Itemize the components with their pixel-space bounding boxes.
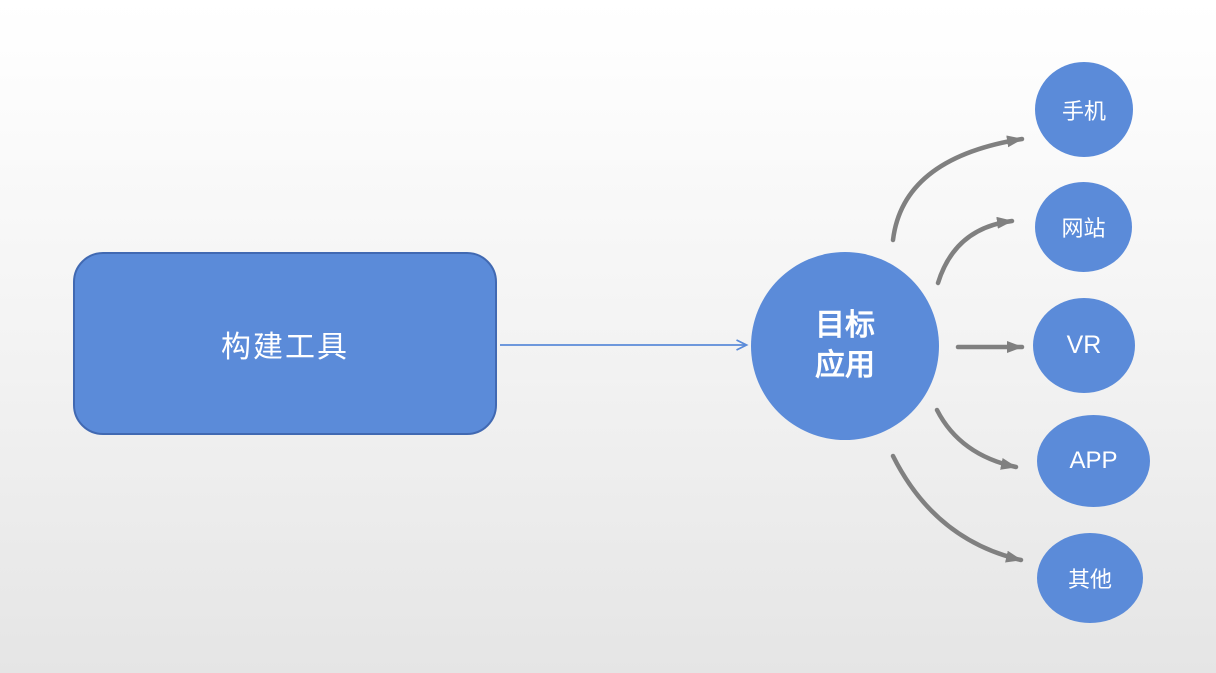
target-circle-other: 其他: [1037, 533, 1143, 623]
target-label-app: APP: [1069, 447, 1118, 474]
target-label-vr: VR: [1066, 331, 1102, 359]
target-circle-website: 网站: [1035, 182, 1132, 272]
arrow-center-to-phone: [890, 135, 1025, 243]
build-tools-box: 构建工具: [73, 252, 497, 435]
target-label-other: 其他: [1067, 567, 1112, 592]
target-circle-vr: VR: [1033, 298, 1135, 393]
build-tools-label: 构建工具: [221, 330, 349, 364]
arrow-center-to-app: [934, 407, 1019, 470]
target-label-phone: 手机: [1061, 98, 1106, 124]
arrow-center-to-website: [935, 216, 1015, 286]
arrow-center-to-other: [890, 453, 1024, 563]
target-label-website: 网站: [1061, 216, 1106, 241]
target-circle-app: APP: [1037, 415, 1150, 507]
target-circle-phone: 手机: [1035, 62, 1133, 157]
target-app-circle: 目标 应用: [751, 252, 939, 440]
target-app-label: 目标 应用: [815, 309, 875, 382]
